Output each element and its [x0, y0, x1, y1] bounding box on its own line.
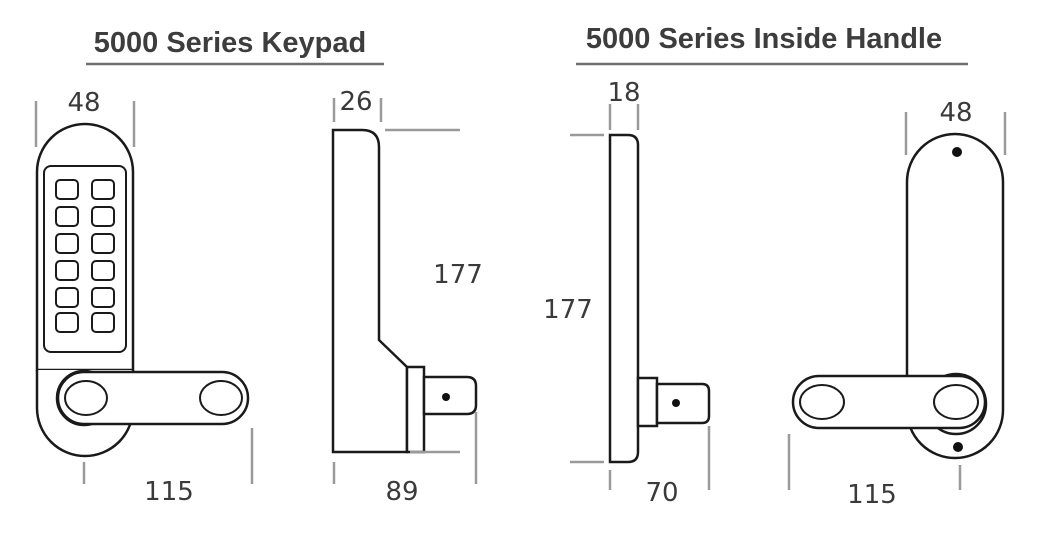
- dimension-label-keypad-length: 115: [144, 477, 194, 507]
- handle-side-view: 18 177 70: [543, 78, 711, 508]
- key-button: [55, 179, 79, 200]
- dimension-label-keypad-projection: 89: [385, 477, 418, 507]
- dimension-label-keypad-width: 48: [67, 88, 100, 118]
- key-button: [55, 260, 79, 281]
- key-button: [91, 312, 115, 333]
- dimension-label-handle-height: 177: [543, 295, 593, 325]
- screw-hole: [672, 399, 680, 407]
- screw-hole-bottom: [953, 442, 963, 452]
- handle-grip-left: [799, 384, 845, 420]
- key-button: [91, 287, 115, 308]
- key-button: [55, 206, 79, 227]
- keypad-side-spindle: [422, 375, 478, 416]
- lever-handle: [56, 370, 250, 426]
- lever-grip-left: [64, 380, 108, 416]
- key-button: [91, 179, 115, 200]
- key-button: [55, 312, 79, 333]
- keypad-front-view: 48 115: [34, 88, 254, 507]
- handle-title: 5000 Series Inside Handle: [586, 23, 942, 55]
- lever-grip-right: [199, 380, 243, 416]
- screw-hole: [442, 393, 450, 401]
- handle-front-view: 48 115: [787, 98, 1007, 510]
- key-button: [91, 260, 115, 281]
- handle-side-collar: [636, 376, 659, 428]
- keypad-buttons: [55, 179, 115, 333]
- screw-hole-top: [952, 147, 962, 157]
- keypad-side-collar: [405, 365, 426, 454]
- dimension-label-keypad-depth: 26: [339, 87, 372, 117]
- keypad-title: 5000 Series Keypad: [94, 27, 366, 59]
- handle-lever: [791, 374, 987, 430]
- dimension-label-handle-length: 115: [847, 480, 897, 510]
- key-button: [55, 233, 79, 254]
- keypad-side-body: [331, 128, 409, 454]
- dimension-label-handle-projection: 70: [645, 478, 678, 508]
- dimension-label-handle-width: 48: [939, 98, 972, 128]
- dimension-label-keypad-height: 177: [433, 260, 483, 290]
- key-button: [55, 287, 79, 308]
- handle-grip-right: [933, 384, 979, 420]
- dimension-label-handle-depth: 18: [607, 78, 640, 108]
- keypad-side-view: 26 177 89: [331, 87, 483, 507]
- key-button: [91, 206, 115, 227]
- key-button: [91, 233, 115, 254]
- handle-side-spindle: [655, 382, 711, 425]
- handle-side-body: [608, 133, 640, 464]
